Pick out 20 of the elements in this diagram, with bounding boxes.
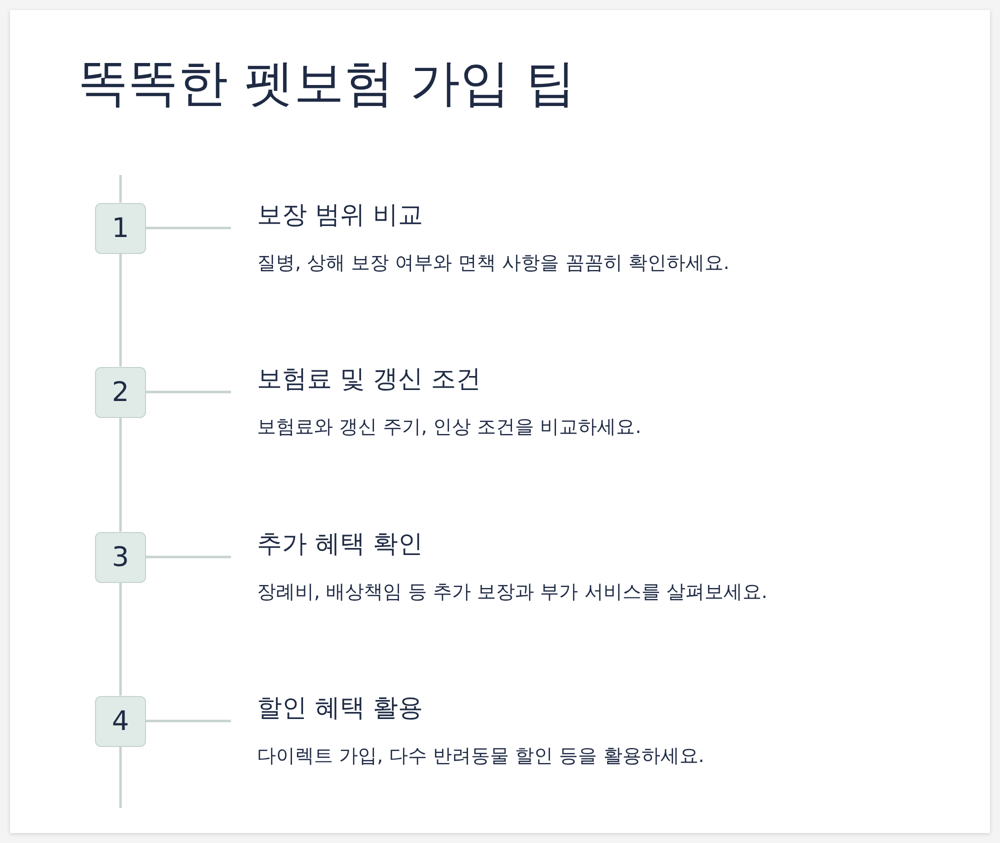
step-heading: 보험료 및 갱신 조건	[257, 363, 481, 395]
step-description: 질병, 상해 보장 여부와 면책 사항을 꼼꼼히 확인하세요.	[257, 251, 730, 276]
step-number: 4	[95, 696, 146, 746]
timeline-line	[119, 418, 122, 532]
step-description: 다이렉트 가입, 다수 반려동물 할인 등을 활용하세요.	[257, 744, 704, 769]
step-description: 보험료와 갱신 주기, 인상 조건을 비교하세요.	[257, 415, 642, 440]
step-number: 2	[95, 366, 146, 418]
step-description: 장례비, 배상책임 등 추가 보장과 부가 서비스를 살펴보세요.	[257, 580, 768, 605]
step-number: 3	[95, 532, 146, 582]
timeline-line	[119, 582, 122, 696]
connector-line	[146, 556, 231, 558]
connector-line	[146, 720, 231, 722]
step-heading: 추가 혜택 확인	[257, 528, 423, 560]
connector-line	[146, 390, 231, 394]
timeline-line	[119, 254, 122, 366]
title: 똑똑한 펫보험 가입 팁	[78, 53, 576, 114]
connector-line	[146, 226, 231, 230]
step-heading: 할인 혜택 활용	[257, 692, 423, 724]
step-number: 1	[95, 202, 146, 254]
step-heading: 보장 범위 비교	[257, 199, 423, 231]
